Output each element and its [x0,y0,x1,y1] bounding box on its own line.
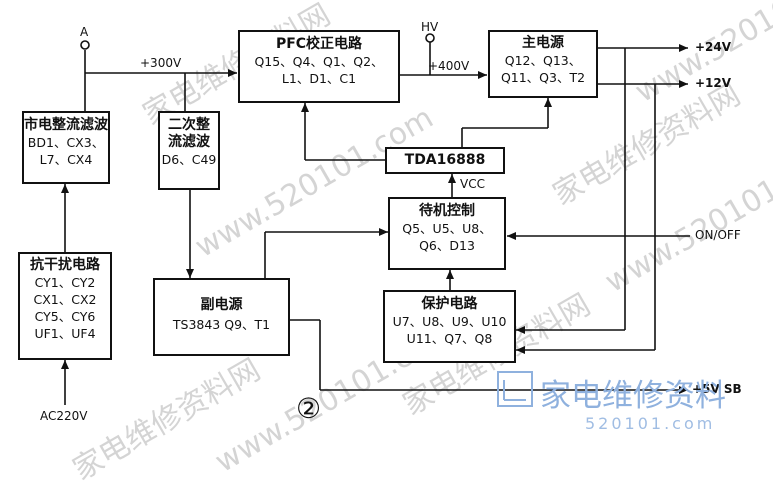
block-title: 流滤波 [168,134,210,150]
block-title: 二次整 [168,117,210,133]
block-parts: CX1、CX2 [33,292,97,307]
block-parts: UF1、UF4 [34,326,96,341]
label-on-off: ON/OFF [695,228,741,242]
block-title: 抗干扰电路 [30,257,100,273]
label-out-24v: +24V [695,40,732,54]
block-parts: CY1、CY2 [34,275,96,290]
block-tda16888: TDA16888 [385,147,505,174]
block-secondary-rectifier: 二次整 流滤波 D6、C49 [158,111,220,190]
block-parts: L1、D1、C1 [281,71,357,86]
label-out-5v-sb: +5V SB [692,382,742,396]
block-parts: U7、U8、U9、U10 [392,314,507,329]
label-out-12v: +12V [695,76,732,90]
block-parts: D6、C49 [161,152,217,167]
block-parts: Q12、Q13、 [504,53,582,68]
logo-text: 家电维修资料 [540,378,726,414]
block-aux-psu: 副电源 TS3843 Q9、T1 [153,278,290,356]
label-vcc: VCC [460,177,485,191]
label-point-a: A [80,25,89,39]
power-block-diagram: 家电维修资料网 www.520101.com 家电维修资料网 www.52010… [18,0,773,488]
block-parts: Q11、Q3、T2 [500,70,586,85]
logo-mark-icon [497,371,533,407]
block-title: PFC校正电路 [275,36,363,52]
block-parts: L7、CX4 [39,152,93,167]
block-title: 市电整流滤波 [24,117,108,133]
block-emi-filter: 抗干扰电路 CY1、CY2 CX1、CX2 CY5、CY6 UF1、UF4 [18,252,112,360]
block-standby-control: 待机控制 Q5、U5、U8、 Q6、D13 [388,197,506,270]
block-parts: Q6、D13 [419,238,475,253]
label-400v: +400V [428,59,470,73]
block-mains-rectifier: 市电整流滤波 BD1、CX3、 L7、CX4 [22,111,110,184]
block-parts: Q15、Q4、Q1、Q2、 [254,54,384,69]
block-title: 主电源 [522,35,564,51]
block-parts: TS3843 Q9、T1 [172,317,271,332]
label-ac-input: AC220V [40,409,88,423]
block-title: 保护电路 [421,296,478,312]
label-300v: +300V [140,56,182,70]
figure-number: ② [296,392,322,425]
logo-site: 520101.com [585,414,716,433]
block-title: 副电源 [200,297,243,313]
block-parts: BD1、CX3、 [27,135,105,150]
block-protection: 保护电路 U7、U8、U9、U10 U11、Q7、Q8 [383,290,516,363]
block-parts: U11、Q7、Q8 [406,331,493,346]
block-parts: CY5、CY6 [34,309,96,324]
block-title: TDA16888 [404,152,486,168]
point-a-terminal [80,40,90,50]
block-title: 待机控制 [419,203,475,219]
block-pfc: PFC校正电路 Q15、Q4、Q1、Q2、 L1、D1、C1 [238,30,400,103]
block-parts: Q5、U5、U8、 [402,221,492,236]
block-main-psu: 主电源 Q12、Q13、 Q11、Q3、T2 [488,30,598,98]
label-hv: HV [421,20,439,34]
hv-terminal [425,33,435,43]
